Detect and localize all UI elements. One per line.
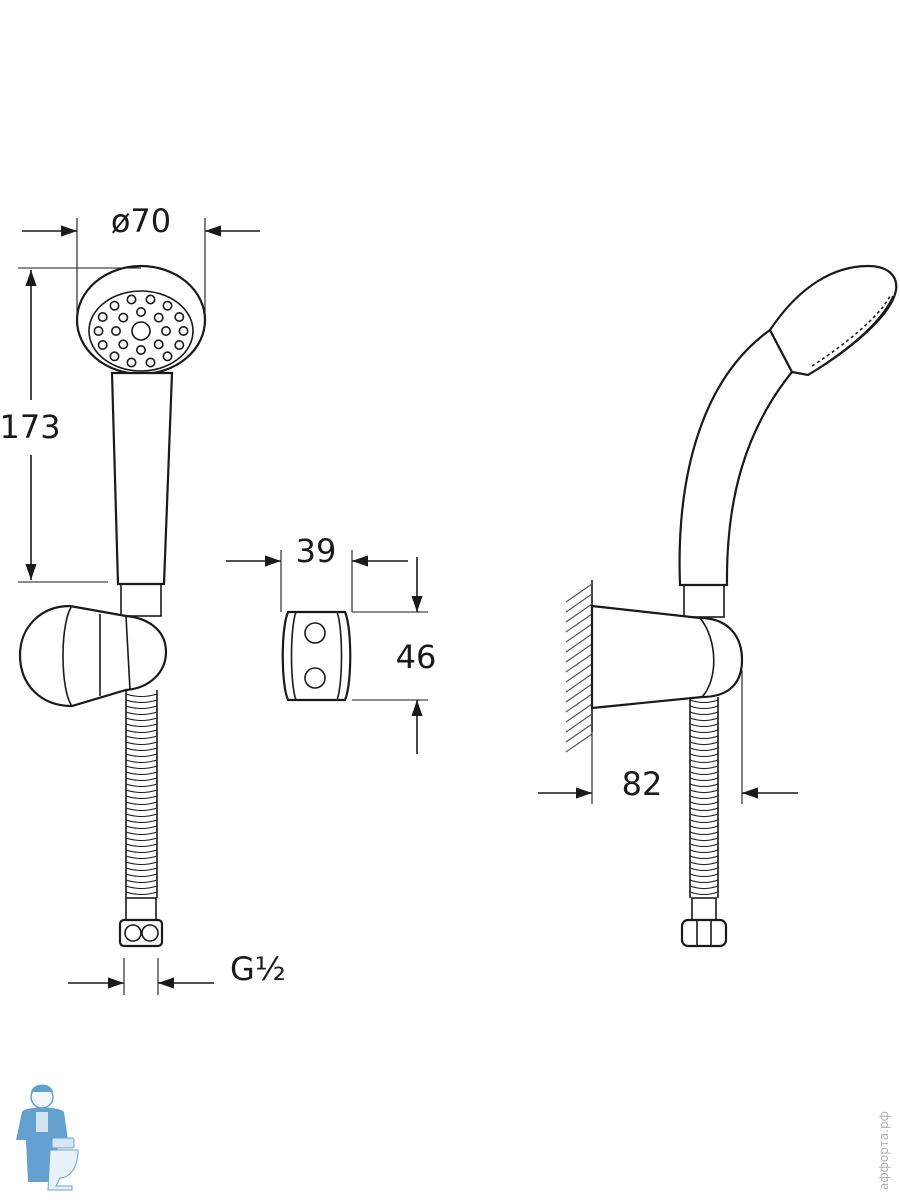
dim-handle-length: 173 [0, 267, 141, 583]
dim-holder-projection: 82 [538, 670, 798, 804]
holder-height-label: 46 [396, 638, 437, 676]
handle-length-label: 173 [0, 408, 61, 446]
holder-width-label: 39 [296, 532, 337, 570]
side-holder [590, 604, 744, 710]
head-diameter-label: ø70 [111, 202, 171, 240]
watermark: аффорта.рф [877, 1111, 891, 1190]
dim-head-diameter: ø70 [22, 202, 260, 320]
thread-label: G½ [230, 950, 286, 988]
wall-hatch [565, 583, 593, 753]
shower-nozzles [93, 294, 189, 368]
front-holder [18, 604, 168, 708]
holder-screw-top [304, 622, 326, 644]
side-hose-nut [680, 918, 728, 948]
side-handle [678, 328, 794, 587]
side-view [565, 264, 898, 753]
plumber-mascot-logo [16, 1084, 79, 1191]
front-hose [118, 690, 164, 948]
dim-thread: G½ [68, 950, 286, 995]
dim-holder-width: 39 [226, 532, 408, 612]
side-hose [680, 697, 728, 948]
handle-neck [120, 583, 162, 617]
dim-holder-height: 46 [352, 557, 436, 754]
holder-detail [281, 610, 352, 702]
shower-handle [110, 371, 174, 586]
side-handle-neck [683, 584, 725, 618]
front-view-hand-shower [18, 264, 207, 708]
holder-projection-label: 82 [622, 765, 663, 803]
holder-screw-bottom [304, 667, 326, 689]
shower-head-face [88, 290, 194, 372]
holder-block [281, 610, 352, 702]
shower-head-rim [75, 264, 207, 376]
